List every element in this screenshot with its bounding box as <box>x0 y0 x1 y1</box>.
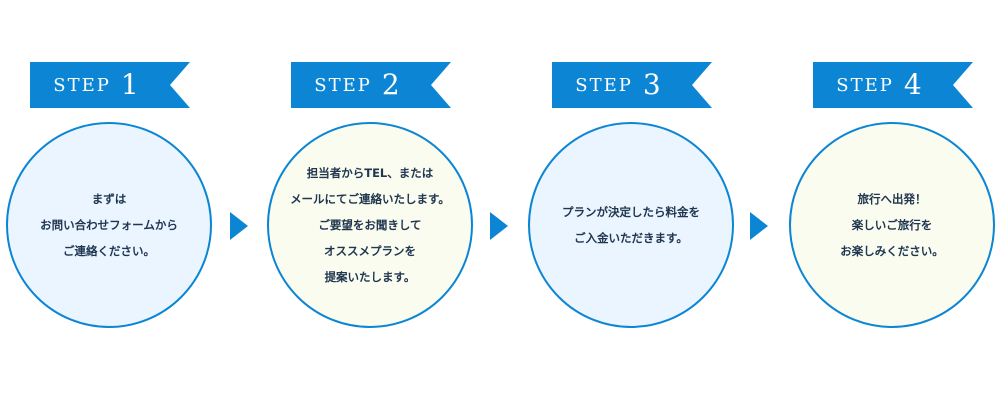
step-text-line: ご連絡ください。 <box>63 244 155 258</box>
step-2-description: 担当者からTEL、または メールにてご連絡いたします。 ご要望をお聞きして オス… <box>290 160 450 290</box>
step-3-circle: プランが決定したら料金を ご入金いただきます。 <box>528 122 734 328</box>
step-4-description: 旅行へ出発！ 楽しいご旅行を お楽しみください。 <box>840 186 944 264</box>
step-text-line: 担当者からTEL、または <box>306 166 434 180</box>
step-1: STEP 1 まずは お問い合わせフォームから ご連絡ください。 <box>0 0 220 400</box>
step-number: 1 <box>120 68 139 101</box>
step-text-line: 提案いたします。 <box>324 270 416 284</box>
step-text-line: オススメプランを <box>323 244 416 258</box>
step-label: STEP <box>575 74 633 96</box>
step-label: STEP <box>836 74 894 96</box>
step-text-line: 旅行へ出発！ <box>857 192 927 206</box>
step-1-circle: まずは お問い合わせフォームから ご連絡ください。 <box>6 122 212 328</box>
step-1-banner: STEP 1 <box>30 62 190 108</box>
arrow-right-icon <box>230 212 248 240</box>
step-text-line: メールにてご連絡いたします。 <box>290 192 450 206</box>
step-text-line: お楽しみください。 <box>840 244 944 258</box>
step-3-description: プランが決定したら料金を ご入金いただきます。 <box>562 199 700 251</box>
step-text-line: お問い合わせフォームから <box>40 218 178 232</box>
step-text-line: プランが決定したら料金を <box>562 205 700 219</box>
ribbon-icon <box>30 62 190 108</box>
step-3-banner: STEP 3 <box>552 62 712 108</box>
step-2-banner: STEP 2 <box>291 62 451 108</box>
ribbon-icon <box>552 62 712 108</box>
step-text-line: 楽しいご旅行を <box>851 218 933 232</box>
arrow-right-icon <box>750 212 768 240</box>
step-text-line: ご入金いただきます。 <box>574 231 688 245</box>
ribbon-icon <box>291 62 451 108</box>
step-3: STEP 3 プランが決定したら料金を ご入金いただきます。 <box>522 0 742 400</box>
step-2-circle: 担当者からTEL、または メールにてご連絡いたします。 ご要望をお聞きして オス… <box>267 122 473 328</box>
arrow-right-icon <box>490 212 508 240</box>
step-4-circle: 旅行へ出発！ 楽しいご旅行を お楽しみください。 <box>789 122 995 328</box>
step-text-line: ご要望をお聞きして <box>318 218 422 232</box>
step-number: 4 <box>903 68 922 101</box>
step-1-description: まずは お問い合わせフォームから ご連絡ください。 <box>40 186 178 264</box>
step-4-banner: STEP 4 <box>813 62 973 108</box>
step-label: STEP <box>314 74 372 96</box>
step-number: 2 <box>381 68 400 101</box>
step-2: STEP 2 担当者からTEL、または メールにてご連絡いたします。 ご要望をお… <box>261 0 481 400</box>
step-4: STEP 4 旅行へ出発！ 楽しいご旅行を お楽しみください。 <box>783 0 1000 400</box>
step-number: 3 <box>642 68 661 101</box>
step-text-line: まずは <box>91 192 127 206</box>
step-label: STEP <box>53 74 111 96</box>
ribbon-icon <box>813 62 973 108</box>
